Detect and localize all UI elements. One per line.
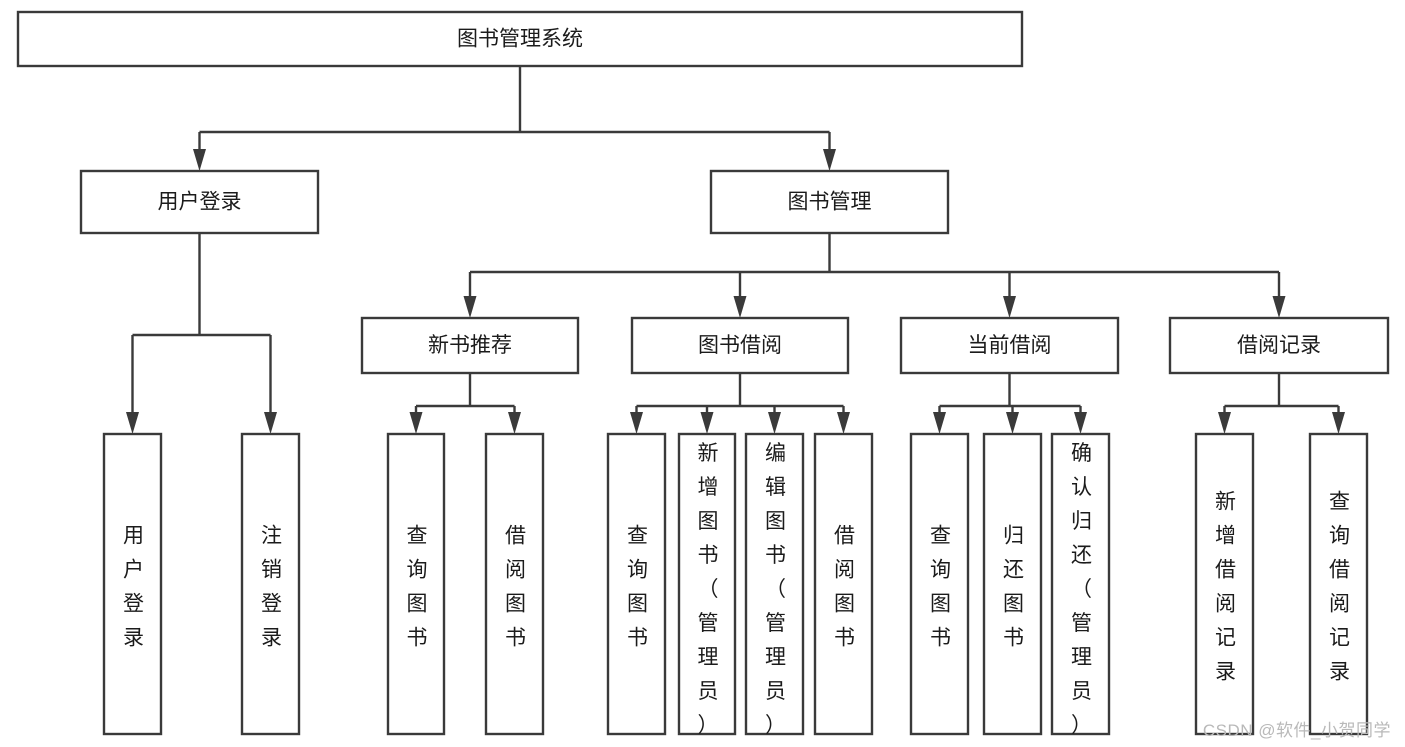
node-box[interactable]: [899, 316, 1120, 375]
node-box[interactable]: [1050, 432, 1111, 736]
node-label: 新增借阅记录: [1215, 491, 1236, 684]
node-user-login[interactable]: 用户登录: [79, 169, 320, 235]
arrow-head-icon: [837, 412, 850, 434]
node-box[interactable]: [16, 10, 1024, 68]
edge-group: [463, 233, 1286, 318]
arrow-head-icon: [409, 412, 423, 434]
node-label: 新书推荐: [428, 334, 512, 357]
node-borrow-record[interactable]: 借阅记录: [1168, 316, 1390, 375]
node-layer: 图书管理系统用户登录图书管理新书推荐图书借阅当前借阅借阅记录用户登录注销登录查询…: [16, 10, 1390, 737]
arrow-head-icon: [733, 296, 747, 318]
edge-group: [126, 233, 277, 434]
arrow-head-icon: [700, 412, 714, 434]
node-box[interactable]: [677, 432, 737, 736]
edge-group: [1218, 373, 1345, 434]
edge-group: [933, 373, 1087, 434]
node-label: 用户登录: [158, 191, 242, 214]
arrow-head-icon: [933, 412, 946, 434]
node-box[interactable]: [813, 432, 874, 736]
node-label: 确认归还（管理员）: [1071, 442, 1092, 737]
node-leaf-confirm-return[interactable]: 确认归还（管理员）: [1050, 432, 1111, 737]
node-label: 归还图书: [1003, 525, 1024, 650]
arrow-head-icon: [1218, 412, 1231, 434]
arrow-head-icon: [823, 149, 836, 171]
node-label: 用户登录: [123, 525, 144, 650]
node-leaf-query-book-1[interactable]: 查询图书: [386, 432, 446, 736]
arrow-head-icon: [1006, 412, 1019, 434]
node-root[interactable]: 图书管理系统: [16, 10, 1024, 68]
node-box[interactable]: [102, 432, 163, 736]
arrow-head-icon: [1272, 296, 1286, 318]
node-box[interactable]: [709, 169, 950, 235]
node-label: 图书借阅: [698, 334, 782, 357]
node-label: 借阅图书: [505, 525, 526, 650]
node-leaf-query-record[interactable]: 查询借阅记录: [1308, 432, 1369, 736]
node-label: 图书管理: [788, 191, 872, 214]
node-leaf-add-record[interactable]: 新增借阅记录: [1194, 432, 1255, 736]
node-label: 新增图书（管理员）: [698, 442, 719, 737]
node-book-manage[interactable]: 图书管理: [709, 169, 950, 235]
node-current-borrow[interactable]: 当前借阅: [899, 316, 1120, 375]
arrow-head-icon: [264, 412, 277, 434]
node-leaf-borrow-book-1[interactable]: 借阅图书: [484, 432, 545, 736]
node-box[interactable]: [360, 316, 580, 375]
node-book-borrow[interactable]: 图书借阅: [630, 316, 850, 375]
node-box[interactable]: [1168, 316, 1390, 375]
node-label: 编辑图书（管理员）: [765, 442, 786, 737]
node-box[interactable]: [630, 316, 850, 375]
node-box[interactable]: [744, 432, 805, 736]
arrow-head-icon: [1332, 412, 1345, 434]
node-box[interactable]: [386, 432, 446, 736]
node-label: 借阅图书: [834, 525, 855, 650]
node-box[interactable]: [982, 432, 1043, 736]
edge-group: [193, 66, 836, 171]
arrow-head-icon: [768, 412, 781, 434]
arrow-head-icon: [126, 412, 139, 434]
arrow-head-icon: [193, 149, 206, 171]
node-label: 图书管理系统: [457, 28, 583, 51]
node-leaf-return-book[interactable]: 归还图书: [982, 432, 1043, 736]
node-label: 借阅记录: [1237, 334, 1321, 357]
edge-group: [630, 373, 850, 434]
arrow-head-icon: [508, 412, 521, 434]
edge-group: [409, 373, 521, 434]
node-label: 查询图书: [407, 525, 428, 650]
node-new-book-rec[interactable]: 新书推荐: [360, 316, 580, 375]
arrow-head-icon: [1003, 296, 1016, 318]
node-leaf-query-book-3[interactable]: 查询图书: [909, 432, 970, 736]
node-box[interactable]: [909, 432, 970, 736]
arrow-head-icon: [463, 296, 477, 318]
node-label: 查询图书: [930, 525, 951, 650]
node-leaf-edit-book[interactable]: 编辑图书（管理员）: [744, 432, 805, 737]
node-box[interactable]: [1194, 432, 1255, 736]
arrow-head-icon: [630, 412, 643, 434]
node-box[interactable]: [79, 169, 320, 235]
node-leaf-add-book[interactable]: 新增图书（管理员）: [677, 432, 737, 737]
node-box[interactable]: [484, 432, 545, 736]
node-label: 查询借阅记录: [1329, 491, 1350, 684]
node-label: 当前借阅: [968, 334, 1052, 357]
node-leaf-user-login[interactable]: 用户登录: [102, 432, 163, 736]
arrow-head-icon: [1074, 412, 1087, 434]
node-box[interactable]: [606, 432, 667, 736]
node-leaf-borrow-book-2[interactable]: 借阅图书: [813, 432, 874, 736]
connector-layer: [126, 66, 1345, 434]
node-box[interactable]: [240, 432, 301, 736]
node-label: 注销登录: [261, 525, 282, 650]
node-box[interactable]: [1308, 432, 1369, 736]
node-leaf-logout[interactable]: 注销登录: [240, 432, 301, 736]
node-label: 查询图书: [627, 525, 648, 650]
node-leaf-query-book-2[interactable]: 查询图书: [606, 432, 667, 736]
